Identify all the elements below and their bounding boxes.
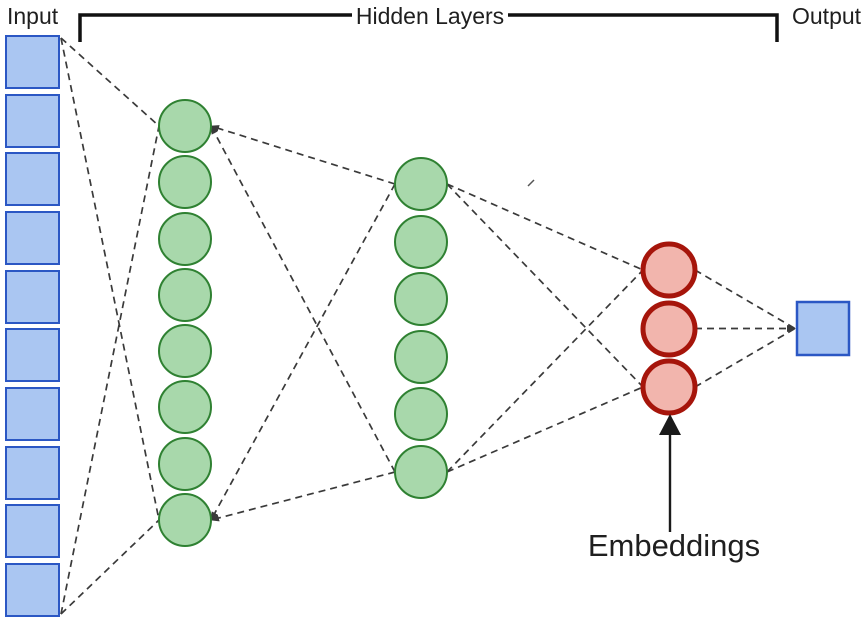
hidden1-node [158, 437, 212, 491]
hidden1-node [158, 99, 212, 153]
input-node [5, 328, 60, 382]
input-node [5, 152, 60, 206]
hidden1-node [158, 155, 212, 209]
input-node [5, 504, 60, 558]
hidden1-node [158, 380, 212, 434]
input-node [5, 446, 60, 500]
input-node [5, 94, 60, 148]
hidden2-node [394, 445, 448, 499]
input-node [5, 563, 60, 617]
hidden1-node [158, 212, 212, 266]
hidden-layers-label: Hidden Layers [355, 3, 505, 29]
input-node [5, 270, 60, 324]
connector-line [694, 269, 796, 330]
connector-line [60, 125, 160, 615]
output-node [795, 300, 851, 357]
connector-line [446, 183, 644, 271]
connector-line [60, 37, 160, 127]
input-node [5, 387, 60, 441]
stray-mark [527, 179, 535, 187]
hidden2-node [394, 215, 448, 269]
input-node [5, 211, 60, 265]
connector-line [694, 327, 796, 388]
connector-line [446, 386, 644, 473]
connector-line [210, 183, 396, 521]
connector-line [210, 125, 396, 473]
input-node [5, 35, 60, 89]
connector-line [60, 519, 160, 615]
hidden1-node [158, 324, 212, 378]
connector-line [210, 125, 396, 185]
hidden2-node [394, 387, 448, 441]
embedding-node [640, 241, 698, 299]
hidden2-node [394, 330, 448, 384]
input-label: Input [7, 3, 59, 29]
hidden-layers-bracket [78, 13, 779, 42]
hidden1-node [158, 493, 212, 547]
hidden2-node [394, 272, 448, 326]
connector-line [446, 183, 644, 388]
output-label: Output [792, 3, 862, 29]
connector-line [60, 37, 160, 521]
embedding-node [640, 300, 698, 358]
embedding-node [640, 358, 698, 416]
connector-line [210, 471, 396, 522]
hidden2-node [394, 157, 448, 211]
hidden1-node [158, 268, 212, 322]
embeddings-label: Embeddings [587, 528, 761, 563]
embeddings-arrowhead [659, 414, 681, 435]
connector-line [446, 269, 644, 473]
